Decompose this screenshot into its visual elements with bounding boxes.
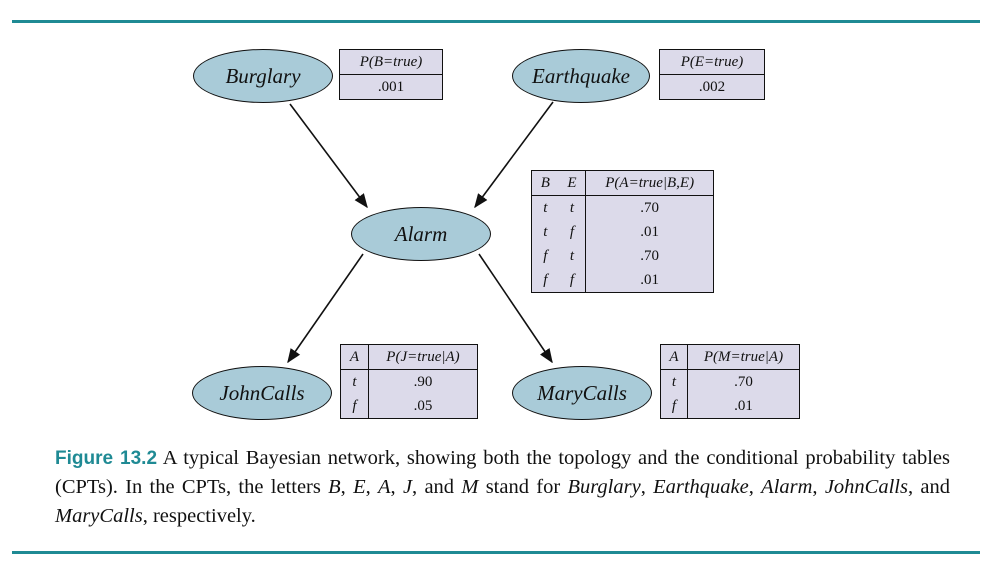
cpt-m-row0-p: .70 xyxy=(734,373,753,390)
caption-var-a: A xyxy=(378,476,391,498)
caption-name-earthquake: Earthquake xyxy=(653,476,749,498)
caption-text-1: A typical Bayesian network, showing both… xyxy=(55,447,950,498)
cpt-j-row1-p: .05 xyxy=(413,397,433,414)
cpt-m-row1-a: f xyxy=(660,394,688,419)
caption-sep: , xyxy=(340,476,354,498)
cpt-a-col-p: P(A=true|B,E) xyxy=(585,170,714,196)
cpt-a-row1-p: .01 xyxy=(640,223,660,240)
cpt-a-row2-e: t xyxy=(558,244,587,268)
caption-sep: , xyxy=(812,476,825,498)
cpt-b-header: P(B=true) xyxy=(339,49,443,75)
bottom-rule xyxy=(12,551,980,554)
node-alarm: Alarm xyxy=(351,207,491,261)
caption-name-marycalls: MaryCalls xyxy=(55,505,143,527)
node-burglary: Burglary xyxy=(193,49,333,103)
cpt-a-row0-p: .70 xyxy=(640,199,660,216)
edge-burglary-alarm xyxy=(289,103,368,209)
caption-var-e: E xyxy=(353,476,366,498)
cpt-b-value: .001 xyxy=(377,78,405,95)
cpt-alarm: B E P(A=true|B,E) t t .70 t f .01 f t .7… xyxy=(531,170,714,293)
cpt-a-col-e: E xyxy=(558,170,587,196)
cpt-earthquake: P(E=true) .002 xyxy=(659,49,765,100)
cpt-a-row3-p: .01 xyxy=(640,271,660,288)
caption-sep: , xyxy=(390,476,403,498)
cpt-a-col-b: B xyxy=(531,170,559,196)
cpt-a-row0-b: t xyxy=(543,199,548,216)
caption-var-m: M xyxy=(461,476,479,498)
edge-earthquake-alarm xyxy=(474,101,554,209)
cpt-a-row1-e: f xyxy=(558,220,587,244)
node-marycalls: MaryCalls xyxy=(512,366,652,420)
cpt-a-row3-e: f xyxy=(558,268,587,293)
caption-name-johncalls: JohnCalls xyxy=(824,476,908,498)
cpt-a-row3-b: f xyxy=(543,271,548,288)
cpt-m-row0-a: t xyxy=(660,369,688,394)
caption-name-alarm: Alarm xyxy=(761,476,813,498)
caption-sep: , xyxy=(640,476,654,498)
cpt-johncalls: A P(J=true|A) t .90 f .05 xyxy=(340,344,478,419)
caption-text-2: stand for xyxy=(478,476,568,498)
caption-text-3: , respectively. xyxy=(142,505,256,527)
caption-var-b: B xyxy=(328,476,341,498)
edge-alarm-johncalls xyxy=(287,253,364,364)
caption-sep: , and xyxy=(907,476,950,498)
cpt-m-col-a: A xyxy=(660,344,688,370)
caption-var-j: J xyxy=(402,476,413,498)
caption-sep: , xyxy=(748,476,762,498)
cpt-a-row1-b: t xyxy=(543,223,548,240)
edge-alarm-marycalls xyxy=(478,253,553,364)
cpt-j-col-a: A xyxy=(340,344,369,370)
cpt-j-row1-a: f xyxy=(340,394,369,419)
cpt-m-row1-p: .01 xyxy=(734,397,753,414)
cpt-j-col-p: P(J=true|A) xyxy=(368,344,478,370)
cpt-m-col-p: P(M=true|A) xyxy=(687,344,800,370)
cpt-a-row2-p: .70 xyxy=(640,247,660,264)
node-johncalls: JohnCalls xyxy=(192,366,332,420)
cpt-e-value: .002 xyxy=(698,78,726,95)
cpt-j-row0-a: t xyxy=(340,369,369,394)
caption-name-burglary: Burglary xyxy=(567,476,641,498)
figure-caption: Figure 13.2 A typical Bayesian network, … xyxy=(55,444,950,531)
cpt-a-row2-b: f xyxy=(543,247,548,264)
cpt-e-header: P(E=true) xyxy=(659,49,765,75)
cpt-a-row0-e: t xyxy=(558,195,587,220)
cpt-marycalls: A P(M=true|A) t .70 f .01 xyxy=(660,344,800,419)
top-rule xyxy=(12,20,980,23)
caption-label: Figure 13.2 xyxy=(55,448,158,469)
cpt-j-row0-p: .90 xyxy=(413,373,433,390)
cpt-burglary: P(B=true) .001 xyxy=(339,49,443,100)
caption-sep: , xyxy=(365,476,378,498)
node-earthquake: Earthquake xyxy=(512,49,650,103)
caption-sep: , and xyxy=(412,476,462,498)
